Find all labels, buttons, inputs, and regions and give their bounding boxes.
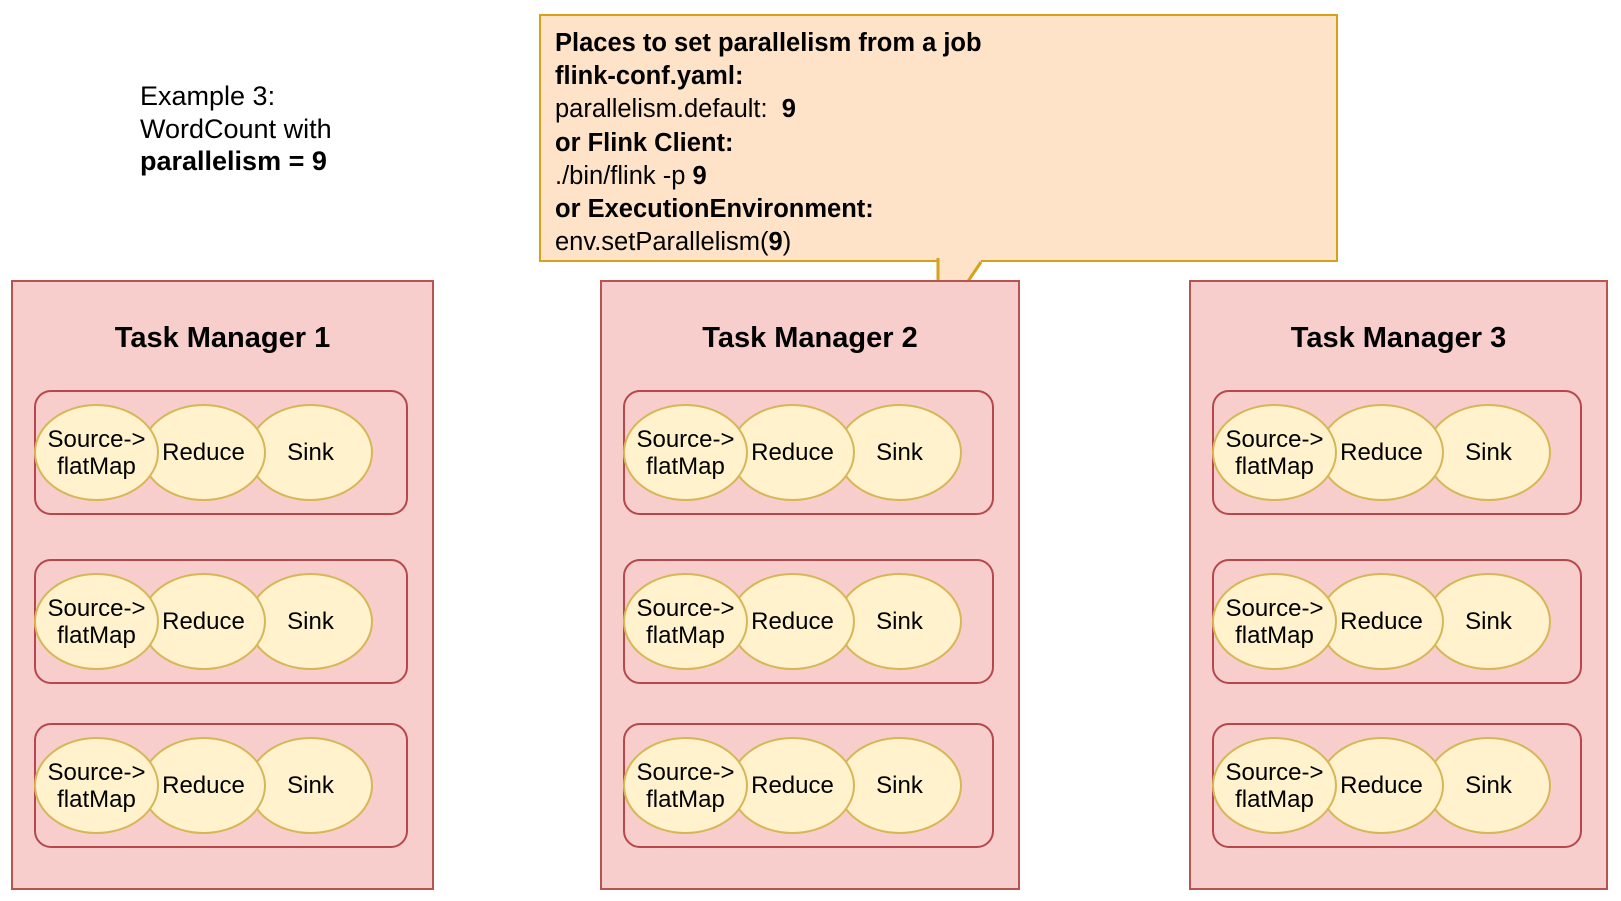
callout-value: 9 — [781, 95, 796, 124]
task-label: Source->flatMap — [636, 594, 735, 649]
task-node-reduce: Reduce — [141, 573, 266, 670]
task-node-source-flatmap: Source->flatMap — [1212, 573, 1337, 670]
task-node-source-flatmap: Source->flatMap — [623, 404, 748, 501]
task-slot: Source->flatMap Reduce Sink — [623, 723, 994, 848]
task-manager-panel-2: Task Manager 2 Source->flatMap Reduce Si… — [600, 280, 1020, 890]
callout-line: or ExecutionEnvironment: — [555, 195, 874, 224]
task-node-reduce: Reduce — [1319, 404, 1444, 501]
callout-line: parallelism.default: 9 — [555, 95, 796, 124]
callout-line: or Flink Client: — [555, 128, 734, 157]
task-label: Reduce — [1340, 608, 1423, 635]
callout-line: ./bin/flink -p 9 — [555, 161, 707, 190]
task-slot: Source->flatMap Reduce Sink — [1212, 390, 1582, 515]
task-node-reduce: Reduce — [141, 404, 266, 501]
task-manager-panel-1: Task Manager 1 Source->flatMap Reduce Si… — [11, 280, 434, 890]
example-caption-line: parallelism = 9 — [140, 146, 327, 176]
task-node-reduce: Reduce — [730, 737, 855, 834]
task-slot: Source->flatMap Reduce Sink — [34, 723, 408, 848]
callout-line: flink-conf.yaml: — [555, 62, 744, 91]
callout-value: 9 — [692, 161, 707, 190]
task-slot: Source->flatMap Reduce Sink — [623, 559, 994, 684]
task-node-source-flatmap: Source->flatMap — [34, 573, 159, 670]
task-label: Source->flatMap — [47, 758, 146, 813]
example-caption-line: WordCount with — [140, 113, 332, 144]
parallelism-callout-box: Places to set parallelism from a job flin… — [539, 14, 1338, 262]
task-node-sink: Sink — [837, 404, 962, 501]
task-label: Reduce — [751, 439, 834, 466]
task-label: Reduce — [751, 608, 834, 635]
task-label: Sink — [876, 608, 923, 635]
task-node-sink: Sink — [248, 573, 373, 670]
task-node-reduce: Reduce — [1319, 737, 1444, 834]
task-node-sink: Sink — [1426, 737, 1551, 834]
task-label: Reduce — [1340, 772, 1423, 799]
task-label: Sink — [287, 772, 334, 799]
task-label: Source->flatMap — [47, 594, 146, 649]
task-slot: Source->flatMap Reduce Sink — [1212, 723, 1582, 848]
task-slot: Source->flatMap Reduce Sink — [623, 390, 994, 515]
task-node-source-flatmap: Source->flatMap — [623, 737, 748, 834]
task-label: Reduce — [1340, 439, 1423, 466]
task-label: Source->flatMap — [636, 758, 735, 813]
task-node-source-flatmap: Source->flatMap — [1212, 404, 1337, 501]
task-slot: Source->flatMap Reduce Sink — [34, 559, 408, 684]
task-manager-panel-3: Task Manager 3 Source->flatMap Reduce Si… — [1189, 280, 1608, 890]
task-node-reduce: Reduce — [730, 404, 855, 501]
task-label: Sink — [876, 772, 923, 799]
task-label: Reduce — [162, 772, 245, 799]
task-node-sink: Sink — [837, 737, 962, 834]
task-label: Source->flatMap — [1225, 425, 1324, 480]
task-node-sink: Sink — [248, 404, 373, 501]
task-label: Source->flatMap — [1225, 758, 1324, 813]
task-node-sink: Sink — [248, 737, 373, 834]
callout-line: Places to set parallelism from a job — [555, 29, 982, 57]
callout-value: 9 — [768, 228, 783, 257]
task-label: Sink — [1465, 772, 1512, 799]
task-label: Source->flatMap — [47, 425, 146, 480]
task-slot: Source->flatMap Reduce Sink — [34, 390, 408, 515]
task-label: Sink — [287, 608, 334, 635]
task-manager-title: Task Manager 3 — [1290, 322, 1507, 354]
task-label: Sink — [1465, 608, 1512, 635]
example-caption-line: Example 3: — [140, 81, 276, 111]
task-label: Sink — [1465, 439, 1512, 466]
task-manager-title: Task Manager 1 — [114, 322, 331, 354]
callout-line: env.setParallelism(9) — [555, 228, 792, 257]
task-node-reduce: Reduce — [1319, 573, 1444, 670]
task-node-reduce: Reduce — [730, 573, 855, 670]
task-node-source-flatmap: Source->flatMap — [1212, 737, 1337, 834]
task-label: Reduce — [751, 772, 834, 799]
task-node-sink: Sink — [1426, 404, 1551, 501]
task-node-sink: Sink — [1426, 573, 1551, 670]
task-node-reduce: Reduce — [141, 737, 266, 834]
task-label: Sink — [287, 439, 334, 466]
task-node-sink: Sink — [837, 573, 962, 670]
task-node-source-flatmap: Source->flatMap — [34, 404, 159, 501]
callout-text: Places to set parallelism from a job flin… — [555, 27, 1326, 259]
task-label: Source->flatMap — [1225, 594, 1324, 649]
task-slot: Source->flatMap Reduce Sink — [1212, 559, 1582, 684]
task-label: Source->flatMap — [636, 425, 735, 480]
task-manager-title: Task Manager 2 — [702, 322, 918, 354]
task-label: Sink — [876, 439, 923, 466]
task-node-source-flatmap: Source->flatMap — [623, 573, 748, 670]
task-label: Reduce — [162, 439, 245, 466]
task-label: Reduce — [162, 608, 245, 635]
task-node-source-flatmap: Source->flatMap — [34, 737, 159, 834]
